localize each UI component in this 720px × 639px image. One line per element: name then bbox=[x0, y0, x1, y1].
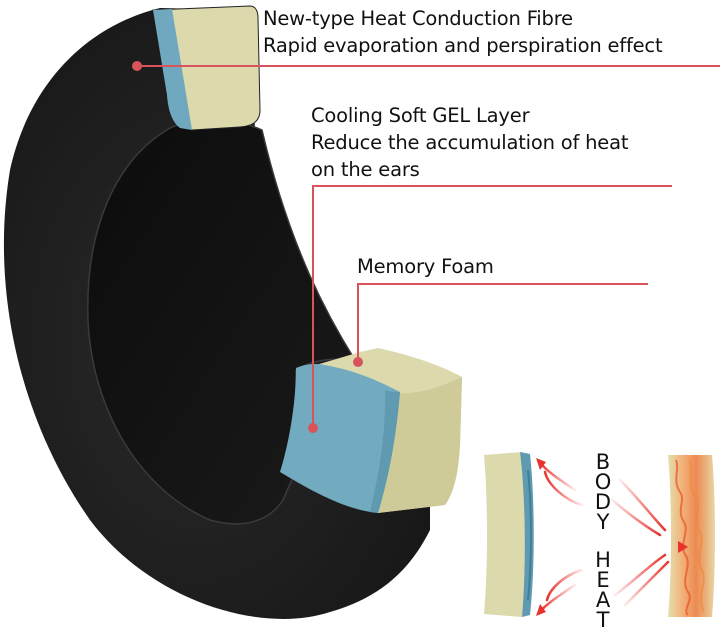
callout-gel-desc-1: Reduce the accumulation of heat bbox=[311, 131, 629, 154]
leader-lines bbox=[137, 65, 720, 428]
callout-foam: Memory Foam bbox=[357, 253, 494, 280]
callout-fibre: New-type Heat Conduction Fibre Rapid eva… bbox=[263, 5, 663, 59]
top-cross-section bbox=[152, 5, 261, 131]
heat-word: H E A T bbox=[591, 548, 615, 632]
body-heat-inset bbox=[484, 452, 715, 617]
letter: Y bbox=[596, 510, 610, 534]
leader-dots bbox=[132, 61, 363, 433]
callout-gel: Cooling Soft GEL Layer Reduce the accumu… bbox=[311, 102, 628, 183]
body-word: B O D Y bbox=[591, 450, 615, 534]
callout-fibre-desc: Rapid evaporation and perspiration effec… bbox=[263, 34, 663, 57]
letter: A bbox=[595, 588, 611, 612]
letter: D bbox=[594, 490, 612, 514]
letter: B bbox=[595, 450, 611, 474]
callout-foam-title: Memory Foam bbox=[357, 255, 494, 278]
letter: E bbox=[596, 568, 610, 592]
letter: T bbox=[596, 608, 610, 632]
bottom-cross-section bbox=[280, 348, 462, 513]
callout-gel-title: Cooling Soft GEL Layer bbox=[311, 104, 530, 127]
letter: H bbox=[595, 548, 611, 572]
callout-gel-desc-2: on the ears bbox=[311, 158, 420, 181]
callout-fibre-title: New-type Heat Conduction Fibre bbox=[263, 7, 573, 30]
letter: O bbox=[594, 470, 612, 494]
